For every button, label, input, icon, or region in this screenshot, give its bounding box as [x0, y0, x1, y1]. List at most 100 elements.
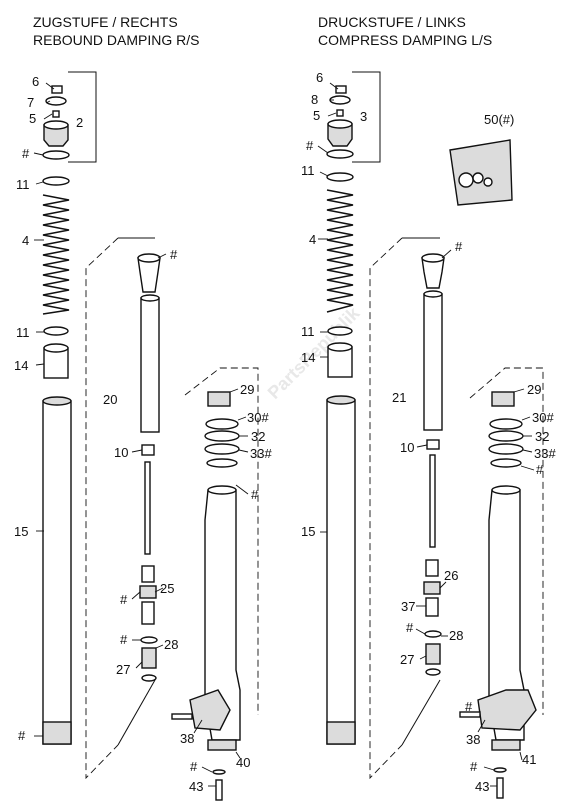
right-valve-26	[425, 559, 439, 577]
left-part-5	[52, 110, 60, 118]
label-29: 29	[240, 382, 254, 397]
label-3: 3	[360, 109, 367, 124]
right-bolt-38	[459, 711, 481, 718]
right-part-37	[425, 597, 439, 617]
label-hash: #	[455, 239, 463, 254]
label-37: 37	[401, 599, 415, 614]
label-30: 30#	[532, 410, 554, 425]
label-hash: #	[306, 138, 314, 153]
right-damper-tube-21	[423, 293, 443, 431]
left-oring	[42, 150, 70, 160]
left-part-7	[45, 96, 67, 106]
label-11: 11	[301, 324, 315, 339]
right-washer-11a	[326, 172, 354, 182]
left-part-6	[51, 85, 63, 94]
label-14: 14	[301, 350, 315, 365]
label-hash: #	[22, 146, 30, 161]
left-part-27	[141, 647, 157, 669]
right-seal-32	[488, 430, 524, 442]
label-4: 4	[309, 232, 316, 247]
label-hash: #	[18, 728, 26, 743]
label-21: 21	[392, 390, 406, 405]
label-hash: #	[120, 592, 128, 607]
label-6: 6	[316, 70, 323, 85]
label-10: 10	[114, 445, 128, 460]
right-spring-4	[326, 189, 354, 313]
label-2: 2	[76, 115, 83, 130]
label-hash: #	[470, 759, 478, 774]
label-14: 14	[14, 358, 28, 373]
label-8: 8	[311, 92, 318, 107]
left-axle-clamp	[189, 689, 231, 731]
right-outer-tube	[488, 489, 525, 741]
right-washer-11b	[327, 326, 353, 336]
label-29: 29	[527, 382, 541, 397]
right-dashed-group-21	[369, 237, 403, 780]
left-bolt-38	[171, 713, 193, 720]
label-27: 27	[116, 662, 130, 677]
left-bracket-2	[68, 71, 97, 163]
right-seal-33	[488, 443, 524, 455]
right-part-27	[425, 643, 441, 665]
label-hash: #	[536, 462, 544, 477]
label-hash: #	[120, 632, 128, 647]
right-oring	[326, 149, 354, 159]
right-part-28	[424, 630, 442, 638]
left-damper-tube-20	[140, 297, 160, 433]
label-11: 11	[16, 325, 30, 340]
label-kit-50: 50(#)	[484, 112, 514, 127]
left-seal-33	[204, 443, 240, 455]
left-title-line1: ZUGSTUFE / RECHTS	[33, 14, 178, 30]
label-28: 28	[449, 628, 463, 643]
label-32: 32	[535, 429, 549, 444]
left-rod-top	[137, 257, 161, 293]
left-part-29	[207, 391, 231, 407]
left-part-10	[141, 444, 155, 456]
label-38: 38	[466, 732, 480, 747]
label-6: 6	[32, 74, 39, 89]
left-title-line2: REBOUND DAMPING R/S	[33, 32, 199, 48]
label-41: 41	[522, 752, 536, 767]
label-7: 7	[27, 95, 34, 110]
left-washer-hash	[212, 769, 226, 775]
left-dashed-group-20	[85, 237, 119, 780]
label-43: 43	[189, 779, 203, 794]
right-fork-tube-15	[326, 399, 356, 745]
seal-kit-50	[449, 139, 513, 206]
label-28: 28	[164, 637, 178, 652]
right-piston-rod	[429, 454, 436, 548]
right-dashed-outer	[469, 367, 544, 715]
right-title-line2: COMPRESS DAMPING L/S	[318, 32, 492, 48]
label-33: 33#	[534, 446, 556, 461]
left-seal-30	[205, 418, 239, 430]
right-part-6	[335, 85, 347, 94]
label-hash: #	[465, 699, 473, 714]
left-valve-25	[141, 565, 155, 583]
label-25: 25	[160, 581, 174, 596]
label-40: 40	[236, 755, 250, 770]
left-washer-11b	[43, 326, 69, 336]
left-fork-tube-15	[42, 400, 72, 745]
right-axle-clamp	[477, 689, 537, 731]
label-5: 5	[29, 111, 36, 126]
label-15: 15	[301, 524, 315, 539]
label-4: 4	[22, 233, 29, 248]
label-hash: #	[406, 620, 414, 635]
right-spacer-14	[327, 346, 353, 378]
left-part-40	[207, 739, 237, 751]
right-seal-30	[489, 418, 523, 430]
label-5: 5	[313, 108, 320, 123]
left-part-28	[140, 636, 158, 644]
label-hash: #	[190, 759, 198, 774]
right-part-5	[336, 109, 344, 117]
label-33: 33#	[250, 446, 272, 461]
left-seal-32	[204, 430, 240, 442]
left-piston-rod	[144, 461, 151, 555]
label-hash: #	[170, 247, 178, 262]
right-washer-hash	[493, 767, 507, 773]
right-fork-assembly: 6 8 5 3 # 11 4 11 14 15 21 # 10 26 37 # …	[301, 70, 556, 799]
right-part-10	[426, 439, 440, 450]
label-27: 27	[400, 652, 414, 667]
